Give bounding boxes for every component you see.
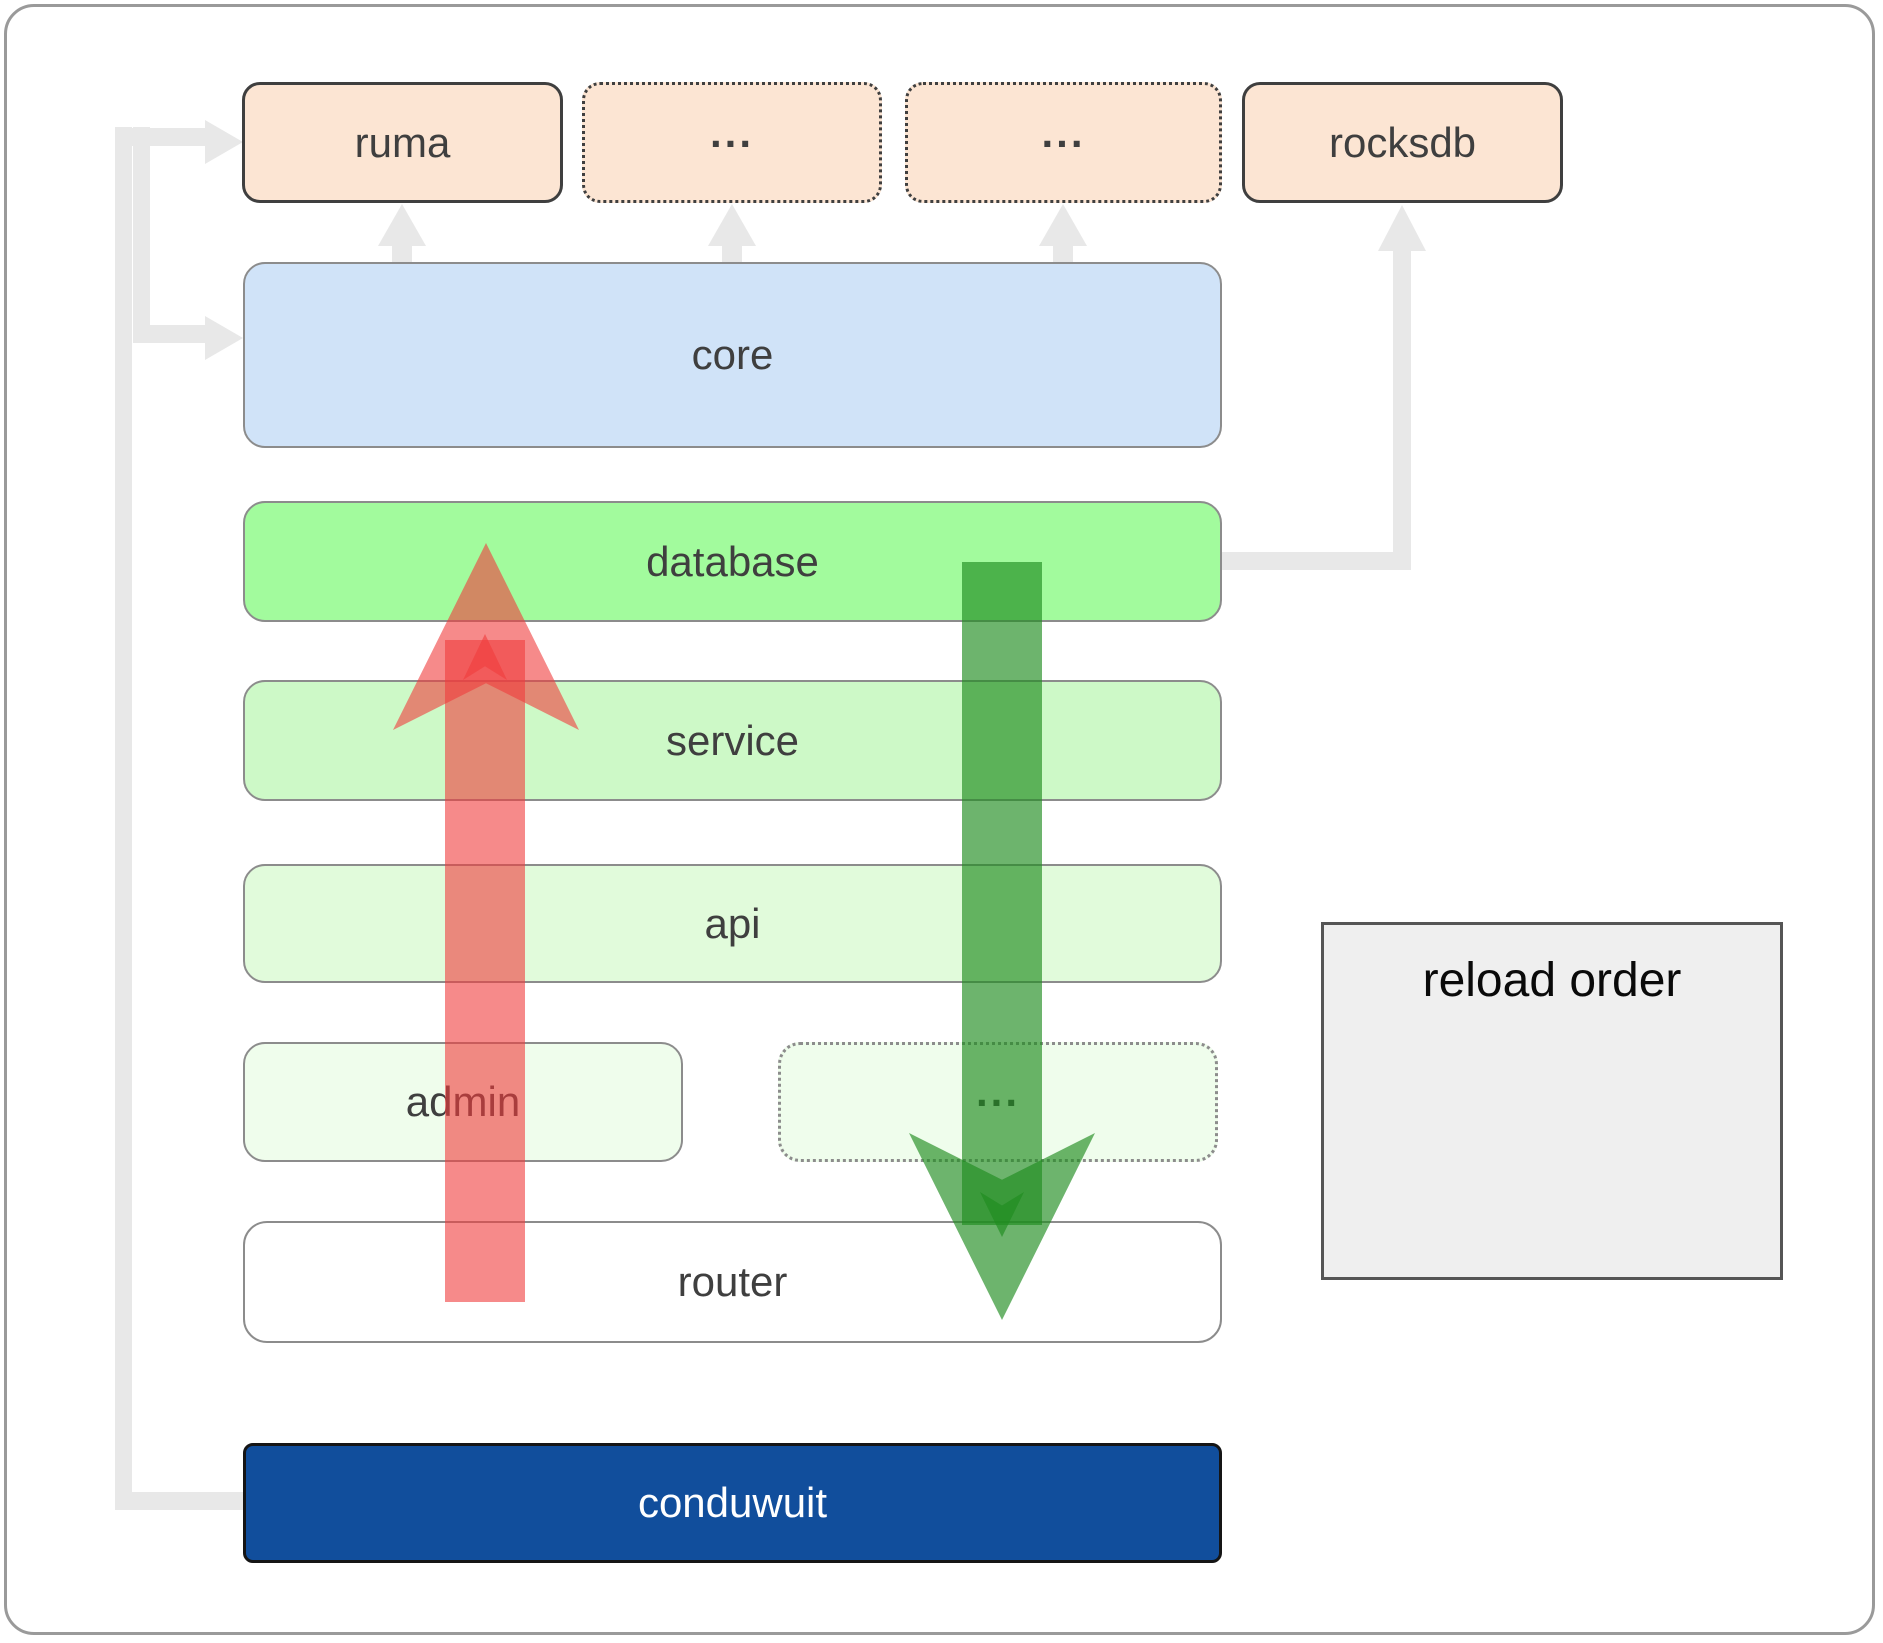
node-dependency-1-label: ...	[709, 108, 754, 156]
connector-to-core	[133, 325, 205, 343]
node-core-label: core	[691, 331, 774, 378]
node-rocksdb: rocksdb	[1242, 82, 1563, 203]
legend: reload order	[1321, 922, 1783, 1280]
connector-to-ruma	[115, 128, 205, 146]
node-core: core	[243, 262, 1222, 448]
connector-core-to-ruma	[392, 245, 412, 262]
connector-conduwuit-trunk	[115, 127, 132, 1510]
node-dependency-2: ...	[905, 82, 1222, 203]
connector-database-to-rocksdb-v	[1393, 250, 1411, 570]
node-api-label: api	[704, 899, 761, 947]
connector-conduwuit-elbow	[115, 1492, 243, 1510]
connector-core-to-deps1	[722, 245, 742, 262]
diagram-border	[4, 4, 1875, 1635]
node-api: api	[243, 864, 1222, 983]
node-router: router	[243, 1221, 1222, 1343]
node-conduwuit: conduwuit	[243, 1443, 1222, 1563]
node-dependency-1: ...	[582, 82, 882, 203]
node-rocksdb-label: rocksdb	[1328, 118, 1477, 166]
node-service-label: service	[665, 716, 800, 764]
node-router-label: router	[677, 1258, 788, 1305]
node-database: database	[243, 501, 1222, 622]
node-dependency-2-label: ...	[1041, 108, 1086, 156]
node-ruma-label: ruma	[354, 118, 451, 166]
legend-title: reload order	[1422, 954, 1682, 1007]
connector-core-branch	[133, 127, 150, 343]
unload-arrow-shaft	[445, 640, 525, 1302]
node-ruma: ruma	[242, 82, 563, 203]
node-conduwuit-label: conduwuit	[637, 1479, 828, 1526]
node-service: service	[243, 680, 1222, 801]
connector-core-to-deps2	[1053, 245, 1073, 262]
node-database-label: database	[646, 537, 819, 585]
load-arrow-shaft	[962, 562, 1042, 1225]
connector-database-to-rocksdb-h	[1222, 552, 1411, 570]
